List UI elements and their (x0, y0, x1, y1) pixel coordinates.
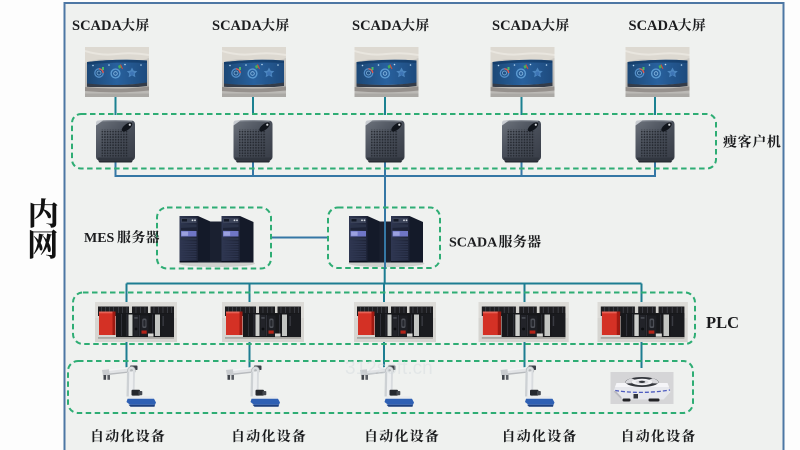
svg-text:SCADA: SCADA (449, 236, 498, 251)
svg-text:SCADA: SCADA (492, 18, 542, 34)
svg-text:MES: MES (84, 231, 115, 246)
svg-text:PLC: PLC (706, 313, 739, 332)
svg-text:SCADA: SCADA (629, 18, 679, 34)
svg-text:SCADA: SCADA (72, 18, 122, 34)
svg-text:312soft.cn: 312soft.cn (345, 358, 433, 379)
svg-text:SCADA: SCADA (212, 18, 262, 34)
svg-text:SCADA: SCADA (352, 18, 402, 34)
